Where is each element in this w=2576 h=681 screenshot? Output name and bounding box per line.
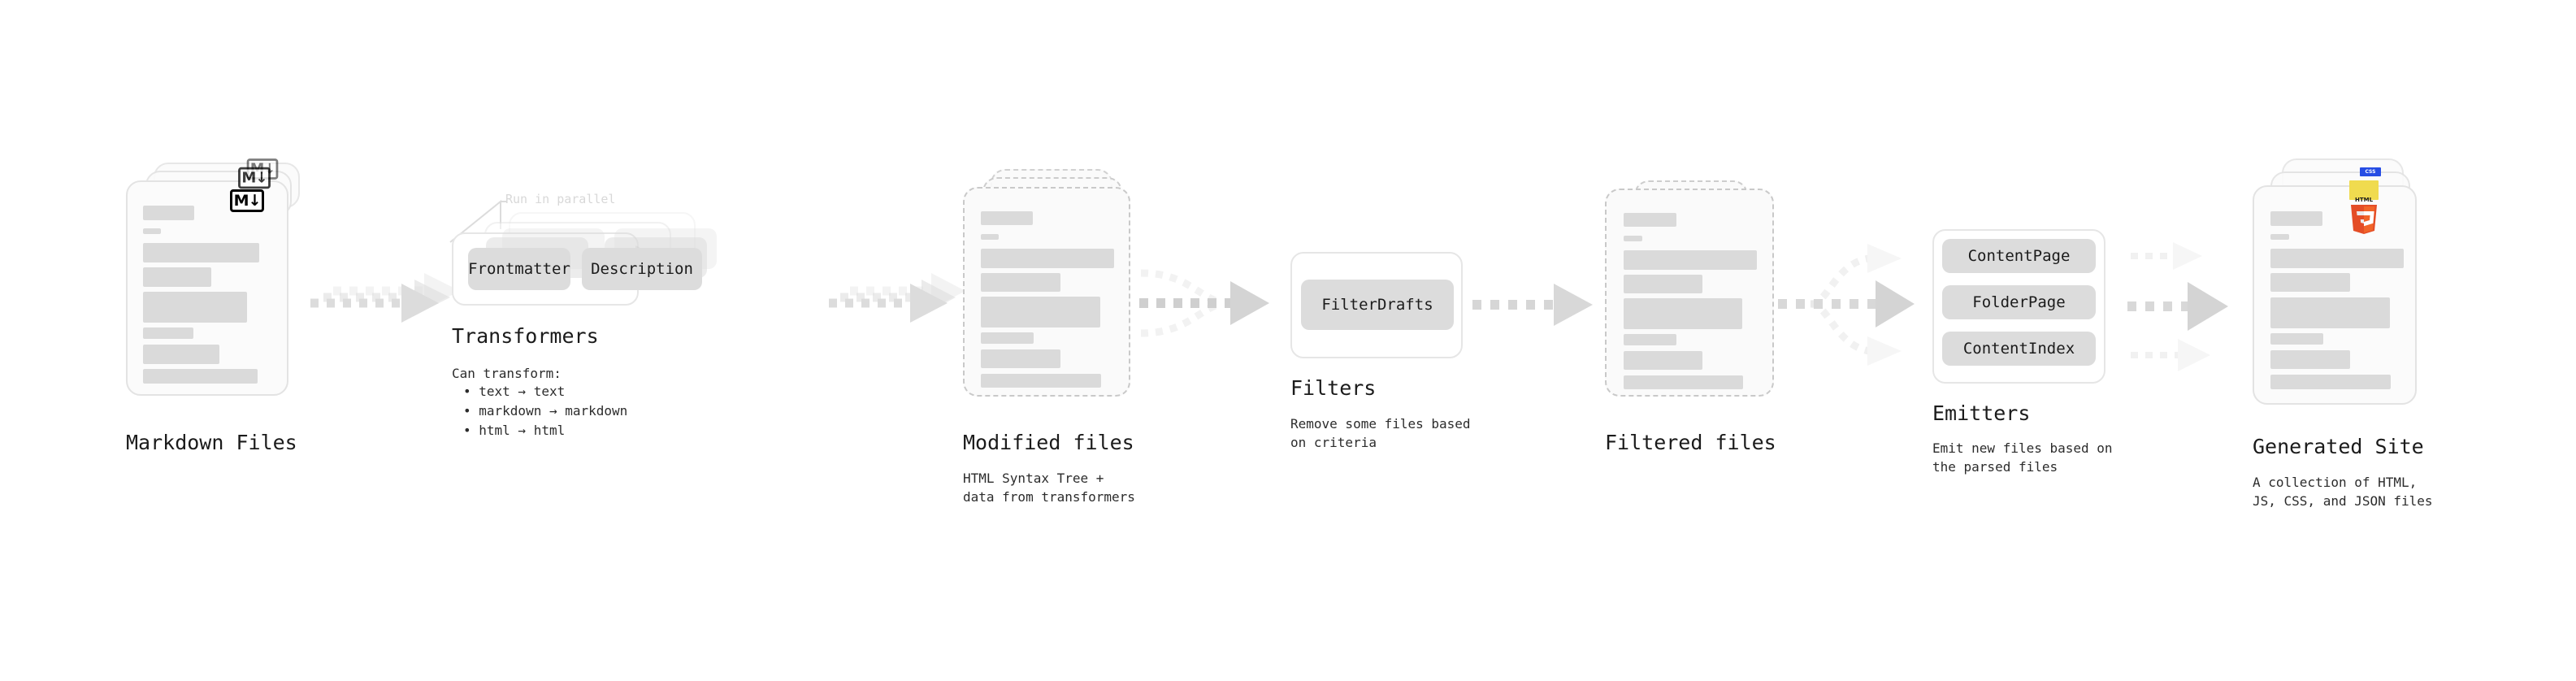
stage-desc-generated-site: A collection of HTML, JS, CSS, and JSON … — [2253, 475, 2433, 510]
stage-desc-emitters: Emit new files based on the parsed files — [1932, 440, 2113, 475]
chip-label: FilterDrafts — [1321, 296, 1433, 314]
markdown-file-stack: M↓ M↓ M↓ — [126, 158, 305, 431]
skeleton-line — [2270, 375, 2391, 389]
stage-title-filters: Filters — [1290, 376, 1377, 400]
stage-title-generated-site: Generated Site — [2253, 435, 2424, 458]
skeleton-line — [981, 211, 1033, 225]
skeleton-line — [143, 267, 211, 287]
skeleton-line — [981, 349, 1060, 368]
skeleton-line — [2270, 273, 2350, 292]
markdown-icon: M↓ — [230, 189, 264, 212]
stage-desc-transformers: Can transform: — [452, 366, 562, 381]
transformers-bullet-0: • text → text — [463, 384, 566, 399]
javascript-icon — [2349, 180, 2379, 200]
stage-title-transformers: Transformers — [452, 324, 599, 348]
svg-text:HTML: HTML — [2355, 197, 2374, 203]
skeleton-line — [1624, 334, 1676, 345]
skeleton-line — [981, 297, 1100, 327]
stage-title-markdown-files: Markdown Files — [126, 431, 297, 454]
skeleton-line — [1624, 351, 1702, 370]
skeleton-line — [981, 332, 1034, 344]
emitter-chip-contentpage[interactable]: ContentPage — [1942, 239, 2096, 273]
generated-card-front — [2253, 185, 2417, 405]
skeleton-line — [143, 243, 259, 262]
skeleton-line — [981, 273, 1060, 292]
generated-file-stack: CSS HTML — [2253, 158, 2439, 427]
arrow-filters-to-filtered — [1472, 284, 1593, 326]
modified-file-stack — [963, 163, 1142, 431]
markdown-card-front — [126, 180, 288, 396]
arrow-transformers-to-modified — [829, 273, 965, 323]
filtered-card-front — [1605, 189, 1774, 397]
transformers-bullet-1: • markdown → markdown — [463, 403, 628, 419]
chip-label: ContentIndex — [1962, 340, 2075, 358]
parallel-leader-line — [449, 199, 507, 243]
skeleton-line — [2270, 211, 2322, 226]
chip-label: Frontmatter — [468, 260, 570, 278]
skeleton-line — [981, 374, 1101, 388]
skeleton-line — [981, 234, 999, 240]
skeleton-line — [1624, 213, 1676, 227]
filter-chip-filterdrafts[interactable]: FilterDrafts — [1301, 280, 1454, 330]
stage-markdown-files: M↓ M↓ M↓ Markdown Files — [126, 158, 305, 454]
emitter-chip-folderpage[interactable]: FolderPage — [1942, 285, 2096, 319]
html5-icon: HTML — [2348, 195, 2380, 234]
modified-card-front — [963, 187, 1130, 397]
skeleton-line — [143, 292, 247, 323]
stage-desc-modified-files: HTML Syntax Tree + data from transformer… — [963, 471, 1135, 505]
skeleton-line — [143, 327, 193, 339]
stage-title-modified-files: Modified files — [963, 431, 1134, 454]
skeleton-line — [1624, 298, 1742, 329]
parallel-annotation: Run in parallel — [505, 192, 616, 206]
skeleton-line — [2270, 350, 2350, 369]
skeleton-line — [1624, 275, 1702, 293]
stage-title-emitters: Emitters — [1932, 401, 2031, 425]
skeleton-line — [143, 369, 258, 384]
filtered-file-stack — [1605, 163, 1784, 431]
skeleton-line — [143, 206, 194, 220]
emitter-chip-contentindex[interactable]: ContentIndex — [1942, 332, 2096, 366]
transformer-chip-description[interactable]: Description — [582, 248, 702, 290]
stage-generated-site: CSS HTML Generated Site A collection of … — [2253, 158, 2439, 509]
transformers-bullet-2: • html → html — [463, 423, 566, 438]
stage-filtered-files: Filtered files — [1605, 163, 1784, 454]
skeleton-line — [2270, 234, 2289, 240]
stage-title-filtered-files: Filtered files — [1605, 431, 1776, 454]
skeleton-line — [2270, 333, 2323, 345]
chip-label: FolderPage — [1972, 293, 2066, 311]
arrow-markdown-to-transformers — [310, 273, 460, 323]
skeleton-line — [143, 345, 219, 364]
chip-label: Description — [591, 260, 693, 278]
skeleton-line — [1624, 375, 1743, 389]
skeleton-line — [1624, 236, 1642, 241]
css-icon: CSS — [2360, 167, 2381, 176]
stage-desc-filters: Remove some files based on criteria — [1290, 416, 1471, 451]
stage-modified-files: Modified files HTML Syntax Tree + data f… — [963, 163, 1142, 505]
arrow-modified-to-filters-merge — [1139, 269, 1269, 337]
skeleton-line — [2270, 297, 2390, 328]
markdown-icon: M↓ — [238, 167, 271, 189]
skeleton-line — [981, 249, 1114, 268]
skeleton-line — [1624, 250, 1757, 270]
skeleton-line — [2270, 249, 2404, 268]
arrow-filtered-to-emitters-split — [1778, 244, 1915, 366]
skeleton-line — [143, 228, 161, 234]
chip-label: ContentPage — [1967, 247, 2071, 265]
transformer-chip-frontmatter[interactable]: Frontmatter — [468, 248, 570, 290]
arrow-emitters-to-site — [2127, 242, 2228, 371]
